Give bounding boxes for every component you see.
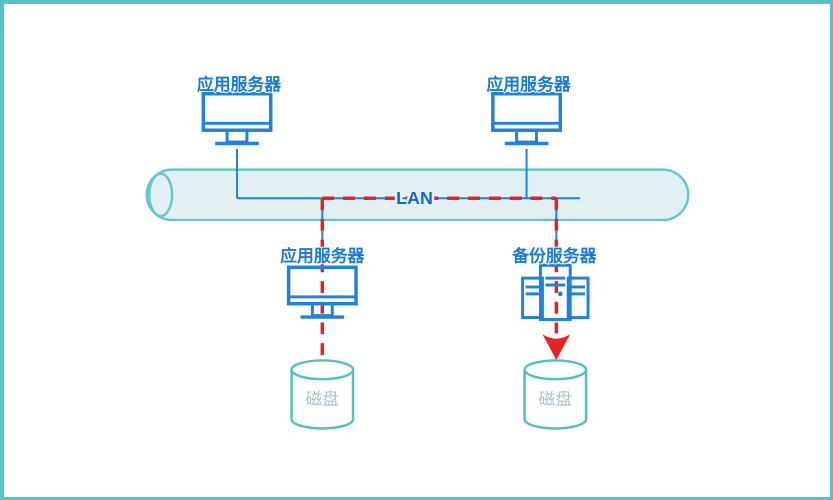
disk-label: 磁盘 [538, 389, 572, 408]
node-label: 应用服务器 [486, 74, 571, 94]
disk-cylinder-icon [290, 359, 355, 430]
disk-label: 磁盘 [305, 389, 339, 408]
pipe-body [145, 168, 690, 222]
monitor-icon [286, 265, 358, 319]
node-disk-left: 磁盘 [290, 359, 355, 430]
monitor-icon [201, 92, 273, 146]
arrowhead-icon [542, 334, 571, 360]
monitor-icon [491, 92, 563, 146]
server-rack-icon [521, 263, 590, 321]
network-backup-diagram: 应用服务器 应用服务器 应用服务器 [145, 73, 690, 430]
lan-label: LAN [396, 188, 433, 208]
node-app-server-top-right: 应用服务器 [485, 73, 573, 146]
pipe-end-cap [148, 172, 174, 218]
node-app-server-bottom: 应用服务器 [279, 244, 367, 319]
node-label: 应用服务器 [280, 245, 365, 265]
node-disk-right: 磁盘 [523, 359, 588, 430]
disk-cylinder-icon [523, 359, 588, 430]
node-label: 备份服务器 [511, 245, 597, 265]
node-label: 应用服务器 [197, 74, 282, 94]
lan-bus-pipe [145, 168, 690, 222]
node-backup-server: 备份服务器 [510, 244, 599, 321]
node-app-server-top-left: 应用服务器 [196, 73, 283, 146]
